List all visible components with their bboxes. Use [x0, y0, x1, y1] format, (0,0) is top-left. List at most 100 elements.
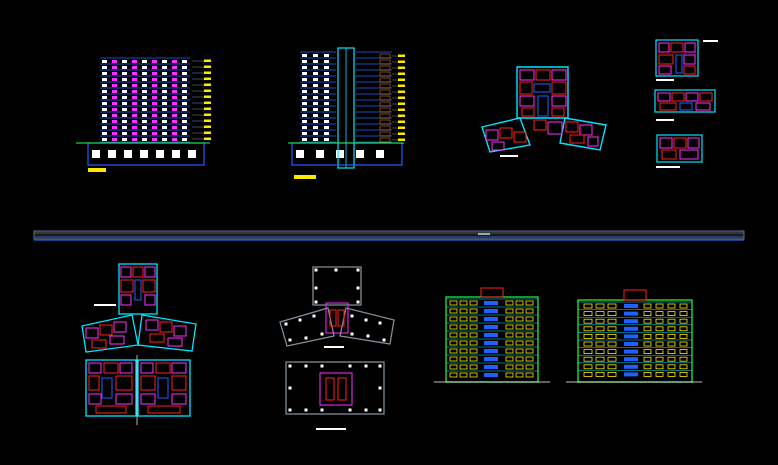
window — [595, 349, 605, 355]
column — [288, 338, 292, 342]
window — [459, 324, 468, 330]
level-marker — [204, 77, 211, 80]
window — [525, 364, 534, 370]
room — [171, 362, 187, 374]
window — [607, 356, 617, 362]
window — [132, 102, 137, 105]
window — [643, 311, 652, 317]
window — [142, 78, 147, 81]
unit-title-bar — [656, 79, 674, 81]
podium-opening — [140, 150, 148, 158]
room — [140, 375, 156, 391]
window — [313, 120, 318, 123]
column — [288, 386, 292, 390]
window — [112, 138, 117, 141]
room — [91, 339, 107, 349]
level-marker — [398, 102, 405, 105]
window — [152, 138, 157, 141]
plan-rooms — [85, 266, 187, 414]
window — [172, 132, 177, 135]
window — [132, 66, 137, 69]
room — [157, 377, 169, 399]
window — [449, 332, 458, 338]
elevation-windows — [446, 298, 538, 378]
column — [378, 364, 382, 368]
core-window — [624, 372, 638, 377]
window — [595, 303, 605, 309]
window — [102, 108, 107, 111]
window — [152, 66, 157, 69]
window — [142, 114, 147, 117]
front-elevation — [434, 287, 550, 383]
room — [115, 375, 133, 391]
window — [172, 60, 177, 63]
window — [643, 326, 652, 332]
window — [142, 66, 147, 69]
window — [102, 90, 107, 93]
window — [302, 66, 307, 69]
podium-opening — [356, 150, 364, 158]
balcony — [379, 131, 391, 137]
column — [320, 364, 324, 368]
room — [173, 325, 187, 337]
balcony — [379, 65, 391, 71]
level-marker — [398, 138, 405, 141]
window — [655, 364, 664, 370]
balcony — [379, 71, 391, 77]
structure-wing-left — [279, 307, 335, 347]
window — [667, 333, 676, 339]
side-elevation — [566, 289, 702, 383]
room — [551, 107, 565, 117]
window — [515, 308, 524, 314]
window — [122, 114, 127, 117]
plan-wing-right — [137, 314, 197, 352]
window — [505, 308, 514, 314]
column — [378, 321, 382, 325]
column — [364, 408, 368, 412]
room — [99, 324, 113, 336]
room — [88, 393, 102, 405]
window — [132, 138, 137, 141]
window — [152, 90, 157, 93]
window — [122, 102, 127, 105]
balcony — [379, 83, 391, 89]
level-marker — [204, 71, 211, 74]
window — [505, 364, 514, 370]
window — [324, 126, 329, 129]
window — [112, 132, 117, 135]
divider-band — [33, 230, 745, 240]
window — [172, 102, 177, 105]
podium-opening — [188, 150, 196, 158]
window — [122, 108, 127, 111]
balcony — [379, 125, 391, 131]
column — [350, 314, 354, 318]
window — [515, 364, 524, 370]
window — [162, 108, 167, 111]
window — [142, 60, 147, 63]
window — [172, 108, 177, 111]
window — [505, 332, 514, 338]
window — [112, 78, 117, 81]
window — [152, 102, 157, 105]
level-marker — [398, 84, 405, 87]
window — [679, 318, 688, 324]
column — [378, 408, 382, 412]
window — [172, 66, 177, 69]
level-marker — [204, 125, 211, 128]
core-window — [484, 365, 498, 369]
structure-tower-top — [312, 266, 362, 306]
window — [324, 54, 329, 57]
window — [182, 138, 187, 141]
window — [607, 303, 617, 309]
column — [288, 408, 292, 412]
window — [459, 348, 468, 354]
window — [525, 316, 534, 322]
window — [142, 126, 147, 129]
window — [112, 102, 117, 105]
window — [182, 60, 187, 63]
section-windows — [92, 60, 196, 158]
room — [513, 131, 527, 143]
balcony — [379, 113, 391, 119]
window — [469, 332, 478, 338]
room — [113, 321, 127, 333]
